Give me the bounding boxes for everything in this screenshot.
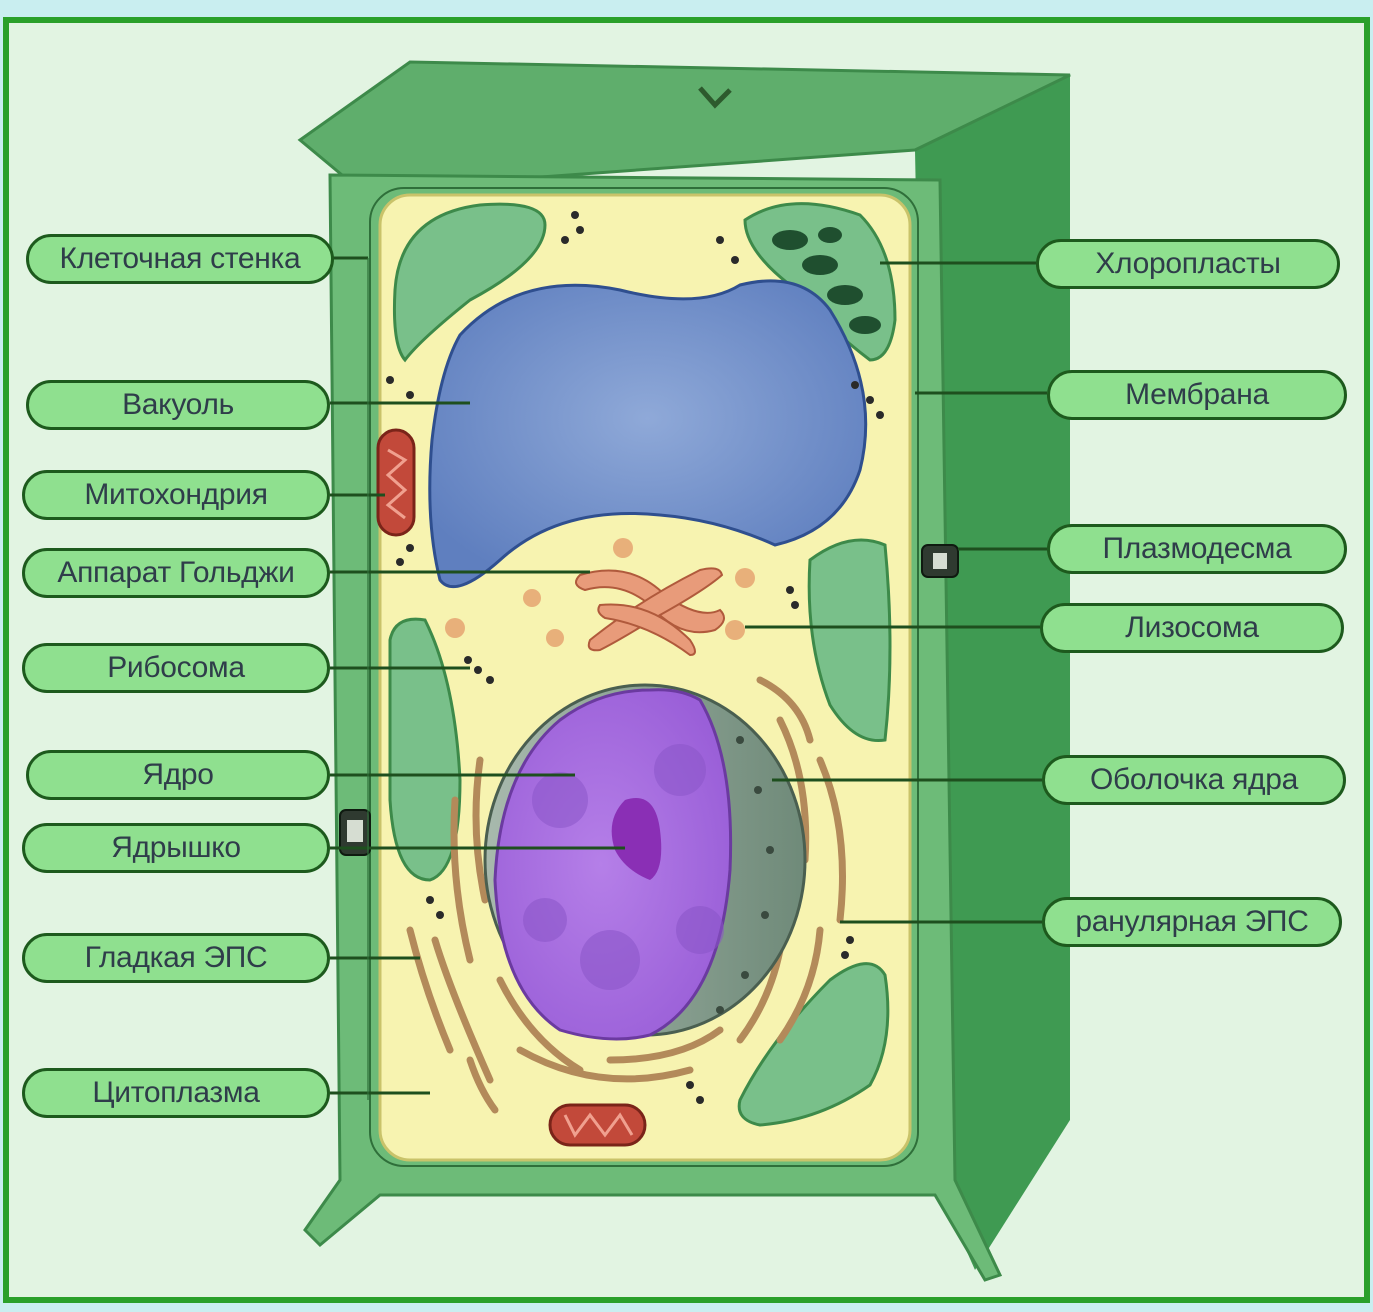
label-ribosome: Рибосома (22, 643, 330, 693)
lysosome (725, 620, 745, 640)
label-nucleus: Ядро (26, 750, 330, 800)
label-membrane: Мембрана (1047, 370, 1347, 420)
label-lysosome: Лизосома (1040, 603, 1344, 653)
label-vacuole: Вакуоль (26, 380, 330, 430)
label-nuclear-envelope: Оболочка ядра (1042, 755, 1346, 805)
label-golgi: Аппарат Гольджи (22, 548, 330, 598)
label-rough-er: ранулярная ЭПС (1042, 897, 1342, 947)
label-smooth-er: Гладкая ЭПС (22, 933, 330, 983)
label-chloroplasts: Хлоропласты (1036, 239, 1340, 289)
label-cell-wall: Клеточная стенка (26, 234, 334, 284)
label-cytoplasm: Цитоплазма (22, 1068, 330, 1118)
label-nucleolus: Ядрышко (22, 823, 330, 873)
label-plasmodesma: Плазмодесма (1047, 524, 1347, 574)
label-mitochondria: Митохондрия (22, 470, 330, 520)
